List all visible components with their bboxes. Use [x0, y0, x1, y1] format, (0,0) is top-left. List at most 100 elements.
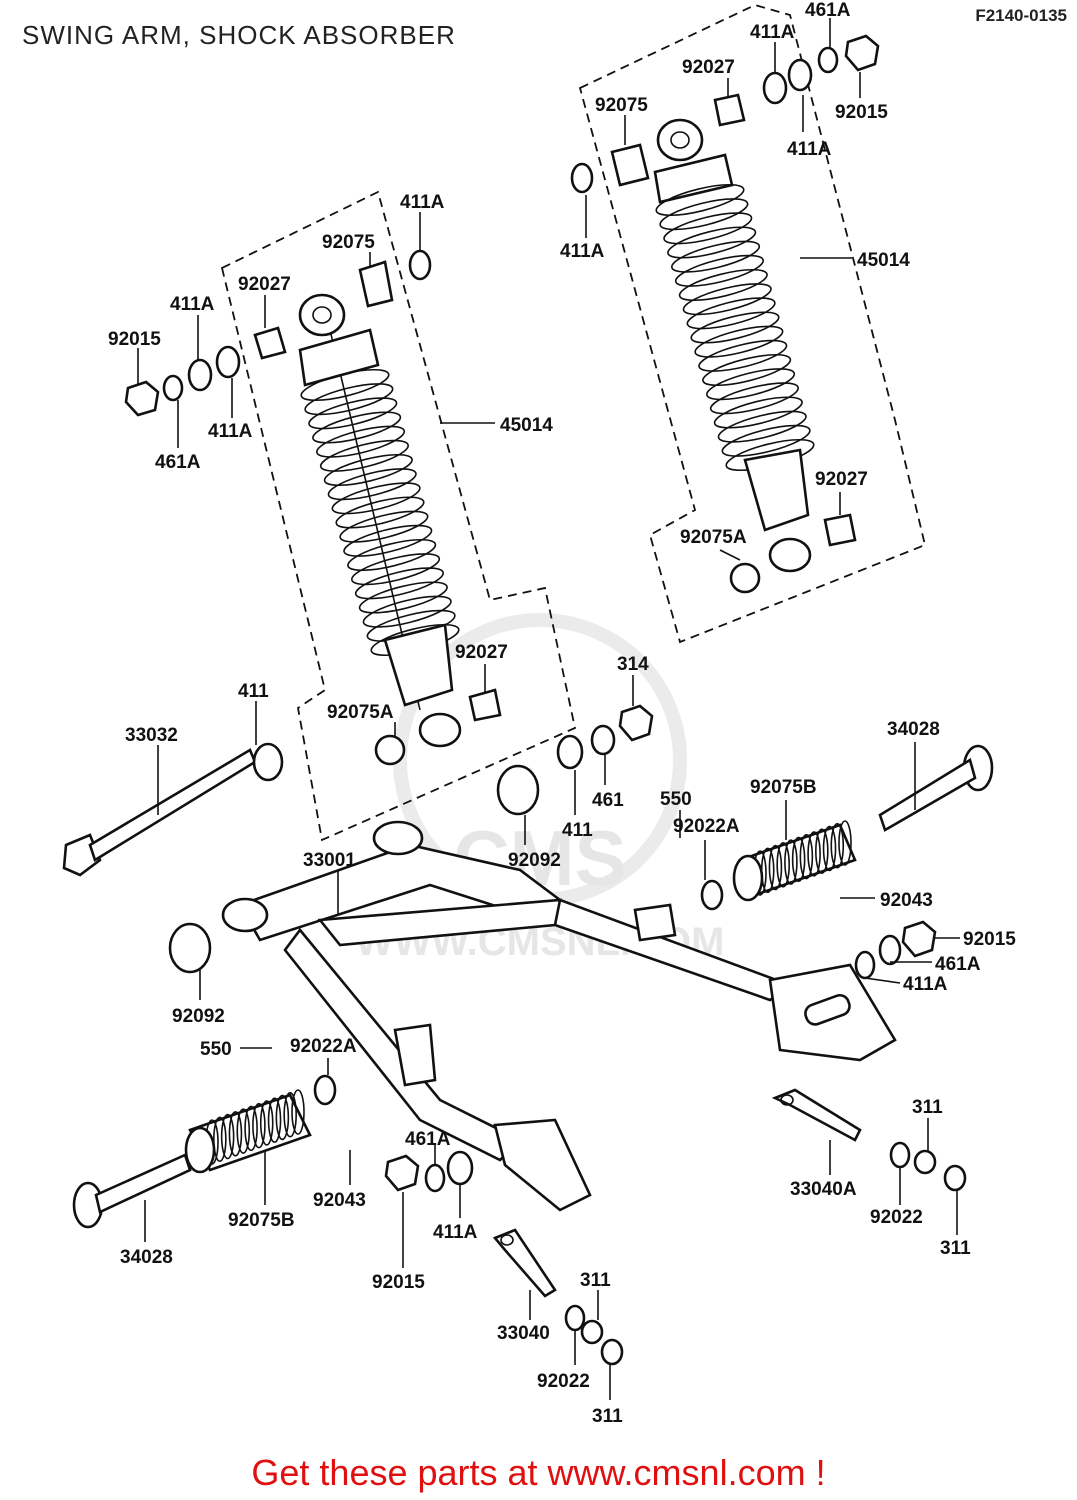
part-labels: 461A 411A 92027 92015 411A 92075 411A 45… — [108, 0, 1016, 1427]
label-92015: 92015 — [108, 329, 161, 350]
swing-arm — [221, 820, 897, 1212]
spring-coil — [706, 368, 796, 401]
spring-coil — [690, 311, 780, 344]
label-311: 311 — [912, 1097, 943, 1118]
left-shock-absorber — [298, 293, 462, 748]
label-34028: 34028 — [887, 719, 940, 740]
spring-coil — [319, 439, 409, 472]
label-550: 550 — [660, 789, 692, 810]
label-314: 314 — [617, 654, 649, 675]
spring-coil — [709, 382, 799, 415]
label-311: 311 — [940, 1238, 971, 1259]
label-92075: 92075 — [322, 232, 375, 253]
peg-rib — [213, 1116, 227, 1163]
spring-coil — [686, 297, 776, 330]
label-92015: 92015 — [963, 929, 1016, 950]
peg-rib — [259, 1100, 274, 1146]
label-92092: 92092 — [508, 850, 561, 871]
label-411a: 411A — [903, 974, 948, 995]
spring-coil — [316, 425, 406, 458]
label-411a: 411A — [560, 241, 605, 262]
spring-coil — [694, 325, 784, 358]
label-461a: 461A — [805, 0, 851, 21]
spring-coil — [331, 482, 421, 515]
peg-rib — [768, 844, 783, 891]
leader-lines — [137, 18, 960, 1400]
label-411a: 411A — [750, 22, 795, 43]
spring-coil — [362, 595, 452, 628]
label-411a: 411A — [787, 139, 832, 160]
label-92027: 92027 — [455, 642, 508, 663]
chain-adjusters — [492, 1088, 862, 1298]
peg-rib — [252, 1102, 266, 1149]
label-411: 411 — [238, 681, 269, 702]
right-shock-outline — [578, 4, 927, 644]
label-550: 550 — [200, 1039, 232, 1060]
spring-coil — [663, 212, 753, 245]
label-92022a: 92022A — [673, 816, 740, 837]
spring-coil — [721, 424, 811, 457]
spring-coil — [339, 510, 429, 543]
spring-coil — [682, 283, 772, 316]
peg-rib — [830, 822, 845, 869]
spring-coil — [671, 240, 761, 273]
label-33040: 33040 — [497, 1323, 550, 1344]
label-411a: 411A — [433, 1222, 478, 1243]
spring-coil — [358, 581, 448, 614]
bushings — [168, 93, 857, 974]
spring-coil — [655, 183, 745, 217]
spring-coil — [702, 353, 792, 387]
peg-rib — [267, 1097, 282, 1143]
spring-coil — [312, 411, 402, 444]
label-92027: 92027 — [238, 274, 291, 295]
spring-coil — [351, 553, 441, 586]
peg-rib — [807, 831, 821, 877]
label-411a: 411A — [400, 192, 445, 213]
spring-coil — [698, 339, 788, 372]
spring-coil — [354, 567, 444, 600]
label-45014: 45014 — [857, 250, 910, 271]
spring-coil — [323, 453, 413, 487]
footrests — [184, 820, 857, 1174]
spring-coil — [343, 524, 433, 557]
spring-coil — [335, 496, 425, 529]
label-92022: 92022 — [870, 1207, 923, 1228]
label-411: 411 — [562, 820, 593, 841]
label-461a: 461A — [155, 452, 201, 473]
spring-coil — [308, 397, 398, 430]
label-461a: 461A — [935, 954, 981, 975]
spring-coil — [300, 368, 390, 402]
label-92022: 92022 — [537, 1371, 590, 1392]
label-33040a: 33040A — [790, 1179, 857, 1200]
label-92092: 92092 — [172, 1006, 225, 1027]
label-411a: 411A — [170, 294, 215, 315]
peg-rib — [244, 1105, 258, 1152]
peg-rib — [815, 828, 829, 874]
label-311: 311 — [592, 1406, 623, 1427]
spring-coil — [347, 538, 437, 572]
peg-rib — [236, 1108, 251, 1154]
peg-rib — [275, 1094, 290, 1141]
spring-coil — [304, 383, 394, 416]
peg-rib — [791, 836, 806, 883]
peg-rib — [838, 820, 852, 866]
label-92075b: 92075B — [750, 777, 817, 798]
spring-coil — [717, 410, 807, 443]
spring-coil — [667, 226, 757, 259]
peg-rib — [283, 1091, 297, 1138]
label-311: 311 — [580, 1270, 611, 1291]
right-shock-absorber — [653, 118, 815, 573]
peg-rib — [776, 842, 790, 888]
peg-rib — [291, 1089, 305, 1135]
footer-link[interactable]: Get these parts at www.cmsnl.com ! — [251, 1452, 826, 1493]
peg-rib — [799, 833, 814, 880]
diagram-code: F2140-0135 — [975, 6, 1067, 25]
peg-rib — [784, 839, 798, 885]
footrest-pins — [72, 744, 994, 1229]
peg-rib — [822, 825, 837, 872]
spring-coil — [713, 396, 803, 429]
label-92027: 92027 — [682, 57, 735, 78]
label-92075b: 92075B — [228, 1210, 295, 1231]
label-92015: 92015 — [835, 102, 888, 123]
